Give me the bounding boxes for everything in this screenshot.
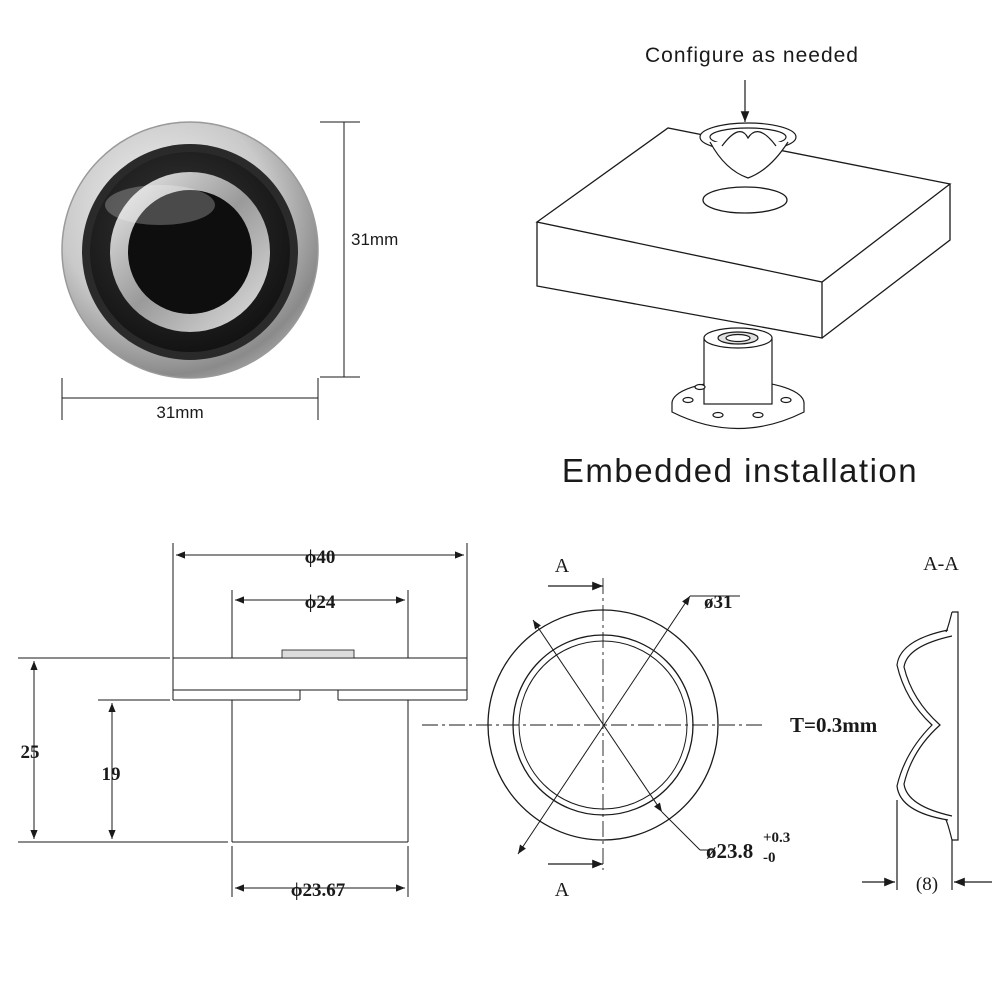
section-marker-bottom: A bbox=[555, 879, 570, 901]
section-view bbox=[422, 578, 765, 870]
section-marker-top: A bbox=[555, 555, 570, 577]
button-face bbox=[128, 190, 252, 314]
side-inner-diameter: ϕ24 bbox=[305, 592, 336, 613]
side-body-height: 19 bbox=[102, 764, 121, 785]
installation-view: Configure as needed bbox=[535, 44, 952, 489]
tolerance-lower: -0 bbox=[763, 850, 776, 866]
detail-title: A-A bbox=[923, 553, 959, 575]
installation-caption: Embedded installation bbox=[562, 452, 918, 489]
detail-width-label: (8) bbox=[916, 874, 938, 895]
thickness-label: T=0.3mm bbox=[790, 713, 878, 737]
side-total-height: 25 bbox=[21, 742, 40, 763]
button-assembly bbox=[671, 327, 805, 430]
photo-width-label: 31mm bbox=[156, 403, 203, 422]
panel-block bbox=[535, 127, 952, 339]
configure-callout: Configure as needed bbox=[645, 44, 859, 67]
side-elevation bbox=[18, 543, 468, 897]
detail-section bbox=[862, 611, 992, 890]
tolerance-upper: +0.3 bbox=[763, 830, 790, 846]
photo-height-label: 31mm bbox=[351, 230, 398, 249]
product-photo: 31mm 31mm bbox=[61, 121, 398, 422]
highlight bbox=[105, 185, 215, 225]
spring-ring bbox=[699, 122, 797, 179]
side-base-diameter: ϕ23.67 bbox=[291, 880, 346, 901]
side-outer-diameter: ϕ40 bbox=[305, 547, 336, 568]
section-inner-diameter: ø23.8 bbox=[706, 839, 753, 863]
section-outer-diameter: ø31 bbox=[704, 592, 733, 613]
